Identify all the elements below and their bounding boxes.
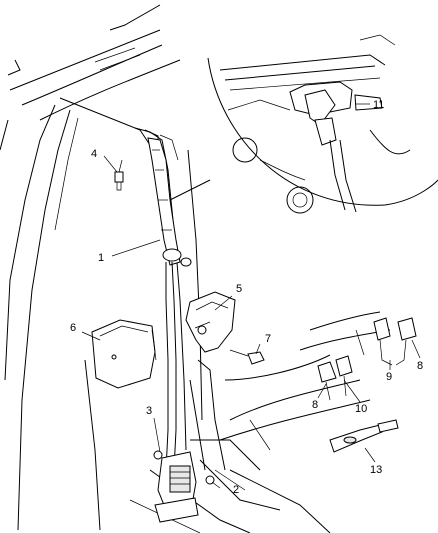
callout-4: 4 xyxy=(91,148,97,160)
buckle-assembly-left xyxy=(317,355,353,401)
seat-belt-extender xyxy=(329,419,399,453)
seat-belt-retractor xyxy=(154,451,199,523)
belt-trim-cover xyxy=(185,291,236,353)
anchor-bolt-upper xyxy=(114,159,124,191)
vehicle-body-outline xyxy=(0,4,331,533)
callout-3: 3 xyxy=(146,405,152,417)
callout-13: 13 xyxy=(370,464,382,476)
pillar-trim-panel xyxy=(91,319,157,389)
detail-inset xyxy=(169,34,438,214)
callout-6: 6 xyxy=(70,322,76,334)
callout-11: 11 xyxy=(373,99,384,111)
anchor-bolt-middle xyxy=(229,349,265,365)
shoulder-belt-guide xyxy=(147,137,192,267)
callout-numbers: 1 2 3 4 5 6 7 8 8 9 10 11 13 xyxy=(70,99,423,496)
callout-7: 7 xyxy=(265,333,271,345)
callout-2: 2 xyxy=(233,484,239,496)
buckle-assembly-right xyxy=(355,317,417,366)
callout-5: 5 xyxy=(236,283,242,295)
callout-8-right: 8 xyxy=(417,360,423,372)
leader-lines xyxy=(81,103,421,489)
callout-1: 1 xyxy=(98,252,104,264)
callout-10: 10 xyxy=(355,403,367,415)
callout-8-left: 8 xyxy=(312,399,318,411)
callout-9: 9 xyxy=(386,371,392,383)
belt-webbing xyxy=(165,261,177,471)
